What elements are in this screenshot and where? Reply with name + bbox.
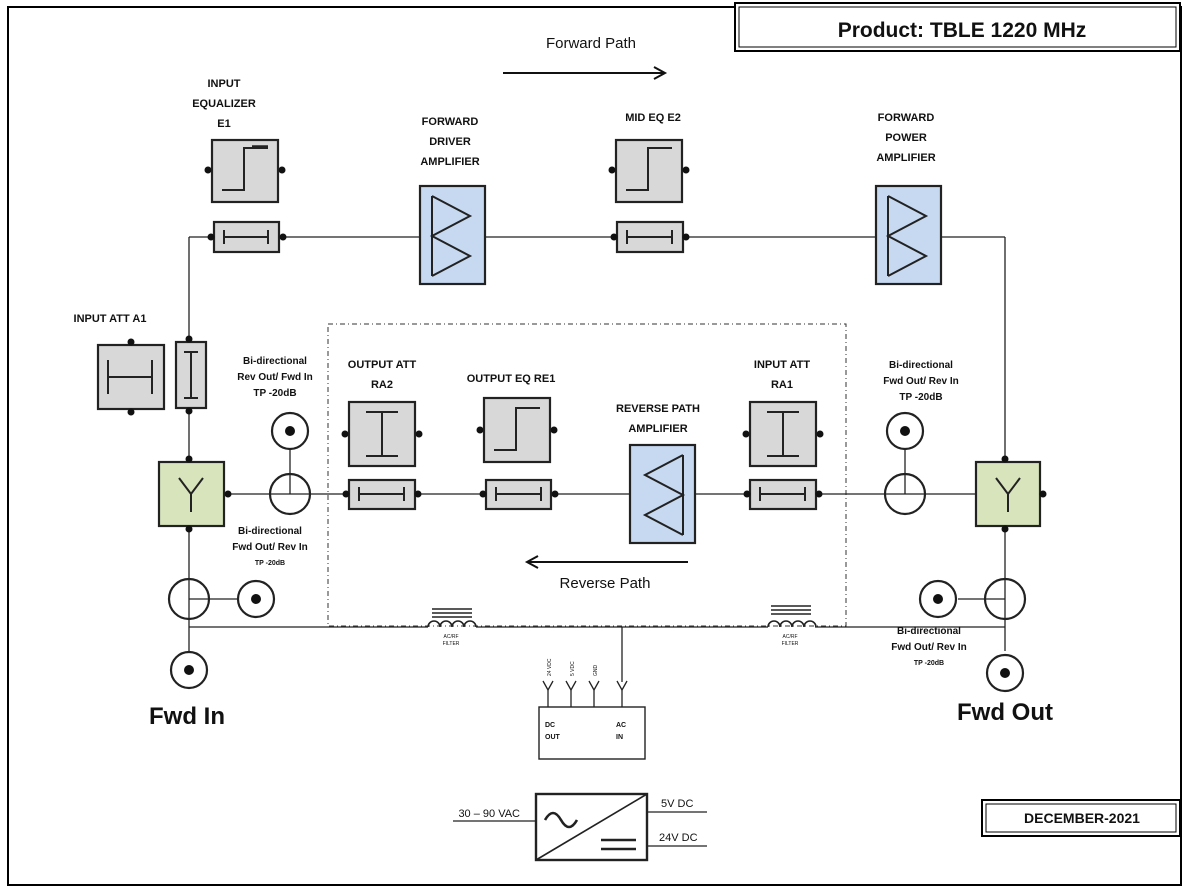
dc-out-label-2: OUT	[545, 734, 561, 741]
svg-text:FORWARD: FORWARD	[878, 112, 935, 124]
svg-text:AC/RF: AC/RF	[444, 634, 459, 640]
test-point-right-top-label: Bi-directional Fwd Out/ Rev In TP -20dB	[883, 360, 959, 403]
forward-arrow-icon	[503, 66, 668, 80]
svg-text:TP -20dB: TP -20dB	[255, 560, 285, 567]
test-point-left-bottom-icon[interactable]	[236, 579, 276, 619]
svg-text:AC/RF: AC/RF	[783, 634, 798, 640]
svg-text:DRIVER: DRIVER	[429, 136, 471, 148]
reverse-path-region	[327, 323, 847, 627]
input-att-ra1[interactable]	[742, 400, 824, 468]
input-att-a1[interactable]	[96, 338, 166, 416]
input-att-a1-pad[interactable]	[174, 335, 208, 415]
svg-text:AMPLIFIER: AMPLIFIER	[628, 423, 687, 435]
date-label: DECEMBER-2021	[1024, 810, 1140, 826]
svg-text:FILTER: FILTER	[782, 641, 799, 647]
output-24v-label: 24V DC	[659, 832, 698, 844]
fwd-in-label: Fwd In	[149, 703, 225, 730]
date-box: DECEMBER-2021	[981, 799, 1181, 837]
test-point-left-top-label: Bi-directional Rev Out/ Fwd In TP -20dB	[237, 356, 313, 399]
test-point-right-top-icon[interactable]	[885, 411, 925, 451]
svg-text:REVERSE PATH: REVERSE PATH	[616, 403, 700, 415]
output-eq-re1[interactable]	[476, 396, 558, 464]
svg-text:Bi-directional: Bi-directional	[243, 356, 307, 367]
input-equalizer-e1-label: INPUT EQUALIZER E1	[192, 78, 256, 130]
svg-text:Rev Out/ Fwd In: Rev Out/ Fwd In	[237, 372, 313, 383]
svg-text:Fwd Out/ Rev In: Fwd Out/ Rev In	[232, 542, 308, 553]
test-point-right-bottom-icon[interactable]	[918, 579, 958, 619]
output-att-ra2-pad[interactable]	[342, 478, 422, 511]
forward-driver-amplifier[interactable]	[418, 184, 487, 286]
ac-rf-filter-right: AC/RF FILTER	[767, 605, 817, 647]
forward-power-amplifier[interactable]	[874, 184, 943, 286]
input-att-ra1-label: INPUT ATT RA1	[754, 359, 810, 391]
pin-5vdc-label: 5 VDC	[570, 661, 576, 676]
coupler-left-low-icon	[167, 577, 211, 621]
fwd-out-label: Fwd Out	[957, 699, 1053, 726]
svg-text:INPUT ATT: INPUT ATT	[754, 359, 810, 371]
dc-out-label-1: DC	[545, 722, 555, 729]
svg-text:INPUT: INPUT	[208, 78, 241, 90]
reverse-path-amplifier-label: REVERSE PATH AMPLIFIER	[616, 403, 700, 435]
svg-text:AMPLIFIER: AMPLIFIER	[876, 152, 935, 164]
forward-path-label: Forward Path	[546, 35, 636, 52]
output-eq-re1-label: OUTPUT EQ RE1	[467, 373, 556, 385]
svg-text:Bi-directional: Bi-directional	[238, 526, 302, 537]
svg-text:TP -20dB: TP -20dB	[253, 388, 296, 399]
test-point-left-top-icon[interactable]	[270, 411, 310, 451]
svg-text:Bi-directional: Bi-directional	[889, 360, 953, 371]
svg-text:POWER: POWER	[885, 132, 927, 144]
svg-text:RA2: RA2	[371, 379, 393, 391]
reverse-path-amplifier[interactable]	[628, 443, 697, 545]
power-distribution-block: 24 VDC 5 VDC GND DC OUT AC IN	[538, 658, 646, 760]
svg-text:Fwd Out/ Rev In: Fwd Out/ Rev In	[883, 376, 959, 387]
output-att-ra2-label: OUTPUT ATT RA2	[348, 359, 417, 391]
input-diplexer[interactable]	[157, 455, 232, 533]
svg-text:EQUALIZER: EQUALIZER	[192, 98, 256, 110]
output-diplexer[interactable]	[974, 455, 1047, 533]
input-equalizer-e1-pad[interactable]	[207, 220, 287, 254]
svg-text:FORWARD: FORWARD	[422, 116, 479, 128]
fwd-in-port-icon[interactable]	[169, 650, 209, 690]
ac-in-label-2: IN	[616, 734, 623, 741]
coupler-right-low-icon	[983, 577, 1027, 621]
input-att-ra1-pad[interactable]	[743, 478, 823, 511]
forward-power-amplifier-label: FORWARD POWER AMPLIFIER	[876, 112, 935, 164]
mid-eq-e2[interactable]	[608, 138, 690, 204]
output-5v-label: 5V DC	[661, 798, 693, 810]
svg-text:RA1: RA1	[771, 379, 793, 391]
fwd-out-port-icon[interactable]	[985, 653, 1025, 693]
coupler-right-mid-icon	[883, 472, 927, 516]
pin-gnd-label: GND	[593, 665, 599, 677]
product-title-box: Product: TBLE 1220 MHz	[734, 2, 1181, 52]
ac-rf-filter-left: AC/RF FILTER	[427, 608, 477, 647]
wiring	[188, 236, 1006, 847]
reverse-arrow-icon	[524, 555, 688, 569]
svg-text:TP -20dB: TP -20dB	[899, 392, 942, 403]
reverse-path-label: Reverse Path	[560, 575, 651, 592]
coupler-left-mid-icon	[268, 472, 312, 516]
ac-wave-icon	[543, 811, 579, 829]
svg-text:FILTER: FILTER	[443, 641, 460, 647]
svg-text:E1: E1	[217, 118, 230, 130]
ac-in-label-1: AC	[616, 722, 626, 729]
test-point-left-bottom-label: Bi-directional Fwd Out/ Rev In TP -20dB	[232, 526, 308, 567]
mid-eq-e2-label: MID EQ E2	[625, 112, 681, 124]
svg-text:AMPLIFIER: AMPLIFIER	[420, 156, 479, 168]
product-title: Product: TBLE 1220 MHz	[838, 19, 1087, 42]
output-att-ra2[interactable]	[341, 400, 423, 468]
output-eq-re1-pad[interactable]	[479, 478, 559, 511]
pin-24vdc-label: 24 VDC	[547, 658, 553, 676]
svg-text:TP -20dB: TP -20dB	[914, 660, 944, 667]
input-equalizer-e1[interactable]	[204, 138, 286, 204]
ac-input-label: 30 – 90 VAC	[458, 808, 520, 820]
svg-text:OUTPUT ATT: OUTPUT ATT	[348, 359, 417, 371]
svg-text:Bi-directional: Bi-directional	[897, 626, 961, 637]
input-att-a1-label: INPUT ATT A1	[74, 313, 147, 325]
svg-text:Fwd Out/ Rev In: Fwd Out/ Rev In	[891, 642, 967, 653]
mid-eq-e2-pad[interactable]	[610, 220, 690, 254]
ac-dc-converter	[534, 792, 649, 862]
forward-driver-amplifier-label: FORWARD DRIVER AMPLIFIER	[420, 116, 479, 168]
test-point-right-bottom-label: Bi-directional Fwd Out/ Rev In TP -20dB	[891, 626, 967, 667]
